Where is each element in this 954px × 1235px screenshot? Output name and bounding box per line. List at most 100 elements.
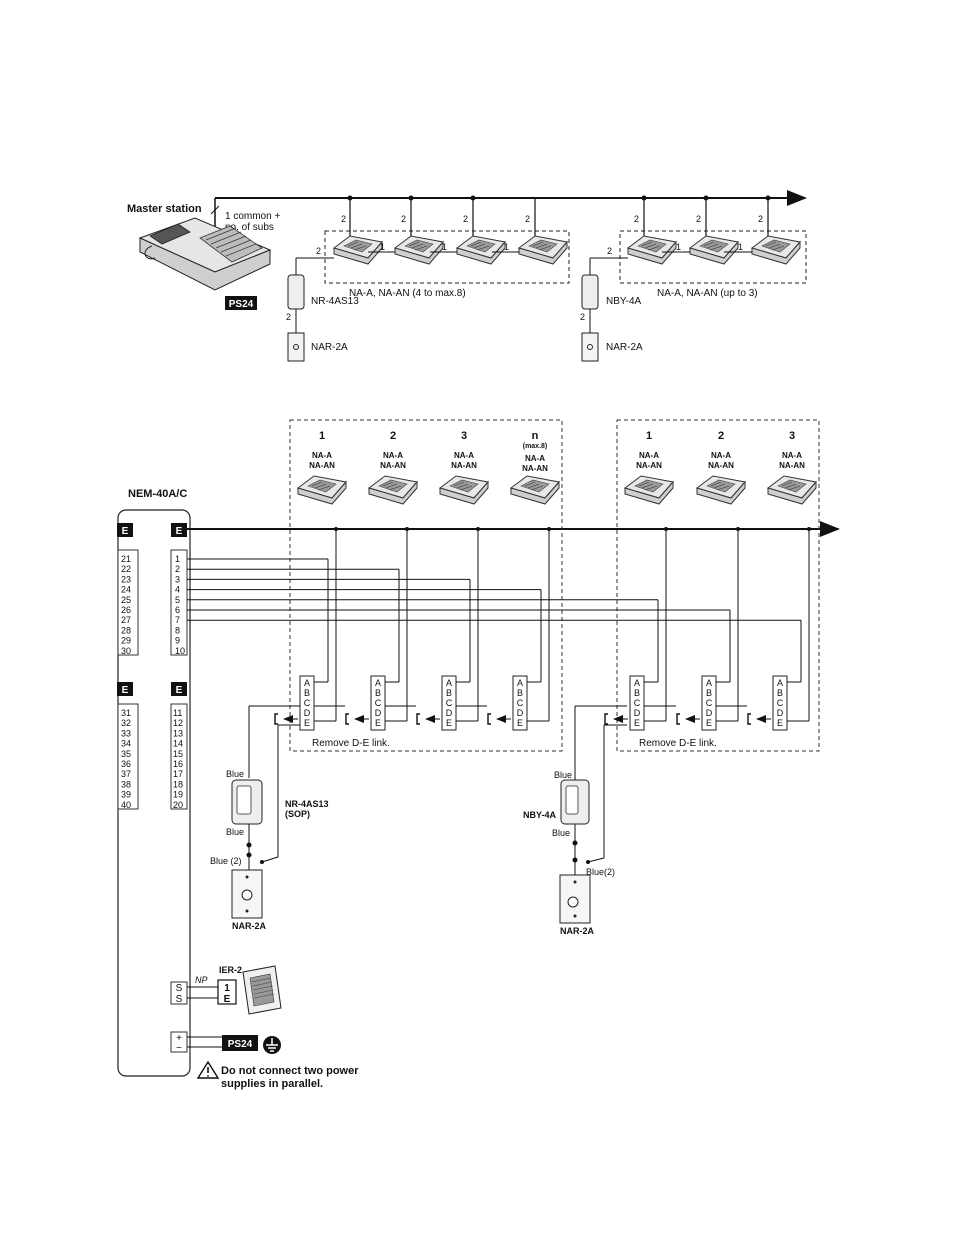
terminal-labels: 2122232425262728293012345678910313233343… [121,554,185,810]
svg-text:2: 2 [341,214,346,224]
terminal-label: 7 [175,615,180,625]
svg-text:E: E [122,526,129,537]
abcde-label: A [706,678,712,688]
model-an-label: NA-AN [451,461,477,470]
abcde-label: A [777,678,783,688]
plate-label-2: NAR-2A [560,926,595,936]
bottom-group1-box [289,419,563,752]
substation-icon [297,475,347,505]
door-sop-label-1: NR-4AS13 [285,799,329,809]
column-number: 2 [718,430,724,442]
substation-icon [696,475,746,505]
terminal-label: 18 [173,779,183,789]
svg-text:2: 2 [316,246,321,256]
abcde-label: B [634,688,640,698]
svg-text:E: E [176,526,183,537]
svg-text:1: 1 [224,983,230,994]
terminal-label: 6 [175,605,180,615]
removed-link-bracket [747,713,751,725]
abcde-label: B [517,688,523,698]
terminal-label: 31 [121,708,131,718]
terminal-label: 16 [173,759,183,769]
terminal-label: 1 [175,554,180,564]
remove-link-note-2: Remove D-E link. [639,738,717,749]
removed-link-bracket [604,713,608,725]
model-a-label: NA-A [782,451,802,460]
substation-icon [368,475,418,505]
door-station-nby [559,705,627,924]
plate1-label: NAR-2A [311,342,348,353]
column-number: n [532,430,539,442]
svg-text:S: S [176,994,183,1005]
ier-label: IER-2 [219,965,242,975]
terminal-label: 10 [175,646,185,656]
door1-label: NR-4AS13 [311,296,359,307]
common-note-1: 1 common + [225,211,280,222]
abcde-block [772,675,788,731]
terminal-block-11-20 [170,703,188,810]
group2-stations [627,195,801,265]
terminal-label: 24 [121,585,131,595]
column-number: 1 [646,430,652,442]
svg-text:Blue: Blue [554,770,572,780]
model-an-label: NA-AN [380,461,406,470]
abcde-block [512,675,528,731]
terminal-label: 40 [121,800,131,810]
svg-text:−: − [176,1043,182,1054]
terminal-label: 29 [121,636,131,646]
terminal-label: 9 [175,636,180,646]
svg-text:E: E [224,994,231,1005]
model-an-label: NA-AN [779,461,805,470]
door-station-2 [581,257,628,362]
svg-text:PS24: PS24 [228,1039,253,1050]
svg-text:2: 2 [286,312,291,322]
door2-label: NBY-4A [606,296,642,307]
abcde-block [370,675,386,731]
terminal-label: 39 [121,790,131,800]
svg-text:2: 2 [758,214,763,224]
abcde-label: D [777,708,784,718]
model-an-label: NA-AN [636,461,662,470]
terminal-label: 20 [173,800,183,810]
group2-label: NA-A, NA-AN (up to 3) [657,288,758,299]
group2-box [619,230,807,284]
svg-text:2: 2 [525,214,530,224]
terminal-label: 30 [121,646,131,656]
abcde-label: D [446,708,453,718]
model-an-label: NA-AN [522,464,548,473]
terminal-label: 34 [121,739,131,749]
door-station-sop [231,705,300,919]
abcde-label: D [304,708,311,718]
column-number: 3 [461,430,467,442]
terminal-label: 26 [121,605,131,615]
model-an-label: NA-AN [309,461,335,470]
model-an-label: NA-AN [708,461,734,470]
abcde-label: C [446,698,453,708]
abcde-label: E [706,718,712,728]
abcde-label: E [304,718,310,728]
abcde-label: E [375,718,381,728]
terminal-label: 22 [121,564,131,574]
abcde-label: D [634,708,641,718]
terminal-block-21-30 [117,549,139,656]
ps24-tag-top [225,296,257,310]
substation-icon [439,475,489,505]
common-note-2: no. of subs [225,222,274,233]
abcde-block [629,675,645,731]
door-sop-label-2: (SOP) [285,809,310,819]
unit-title: NEM-40A/C [128,488,187,500]
station-columns: 1NA-ANA-ANABCDE2NA-ANA-ANABCDE3NA-ANA-AN… [274,430,817,731]
svg-text:1: 1 [738,242,743,252]
abcde-block [441,675,457,731]
svg-text:S: S [176,983,183,994]
abcde-label: A [304,678,310,688]
terminal-label: 36 [121,759,131,769]
svg-text:2: 2 [401,214,406,224]
terminal-block-1-10 [170,549,188,656]
substation-icon [624,475,674,505]
terminal-label: 11 [173,708,182,718]
abcde-label: C [706,698,713,708]
column-number: 2 [390,430,396,442]
svg-text:Blue: Blue [552,828,570,838]
